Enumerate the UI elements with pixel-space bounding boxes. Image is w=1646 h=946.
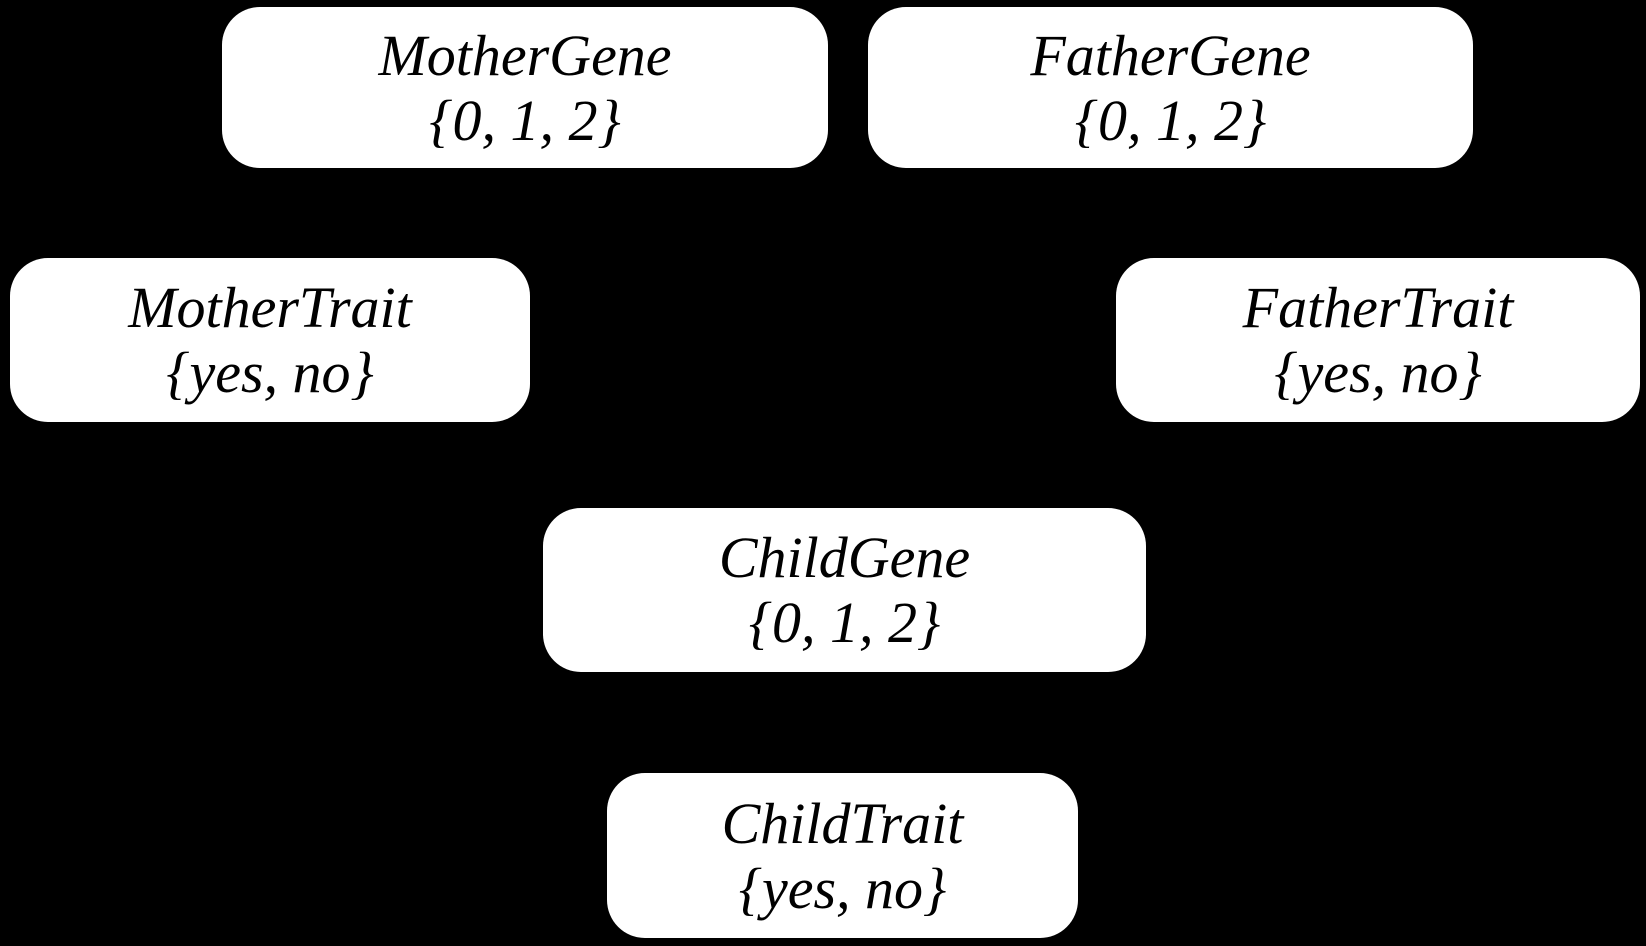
node-mother-trait-domain: {yes, no} [166, 340, 374, 405]
node-child-gene: ChildGene {0, 1, 2} [543, 508, 1146, 672]
node-father-gene-domain: {0, 1, 2} [1074, 87, 1267, 153]
node-father-trait-title: FatherTrait [1242, 275, 1514, 340]
node-father-gene-title: FatherGene [1030, 22, 1311, 88]
node-father-gene: FatherGene {0, 1, 2} [868, 7, 1473, 168]
node-child-trait: ChildTrait {yes, no} [607, 773, 1078, 938]
node-child-gene-title: ChildGene [718, 525, 971, 590]
node-mother-trait-title: MotherTrait [128, 275, 412, 340]
node-father-trait-domain: {yes, no} [1274, 340, 1482, 405]
node-mother-gene-title: MotherGene [378, 22, 672, 88]
node-mother-gene-domain: {0, 1, 2} [429, 87, 621, 153]
node-mother-trait: MotherTrait {yes, no} [10, 258, 530, 422]
node-child-trait-domain: {yes, no} [738, 855, 947, 921]
node-child-trait-title: ChildTrait [721, 790, 964, 856]
node-father-trait: FatherTrait {yes, no} [1116, 258, 1640, 422]
node-mother-gene: MotherGene {0, 1, 2} [222, 7, 828, 168]
node-child-gene-domain: {0, 1, 2} [748, 590, 941, 655]
